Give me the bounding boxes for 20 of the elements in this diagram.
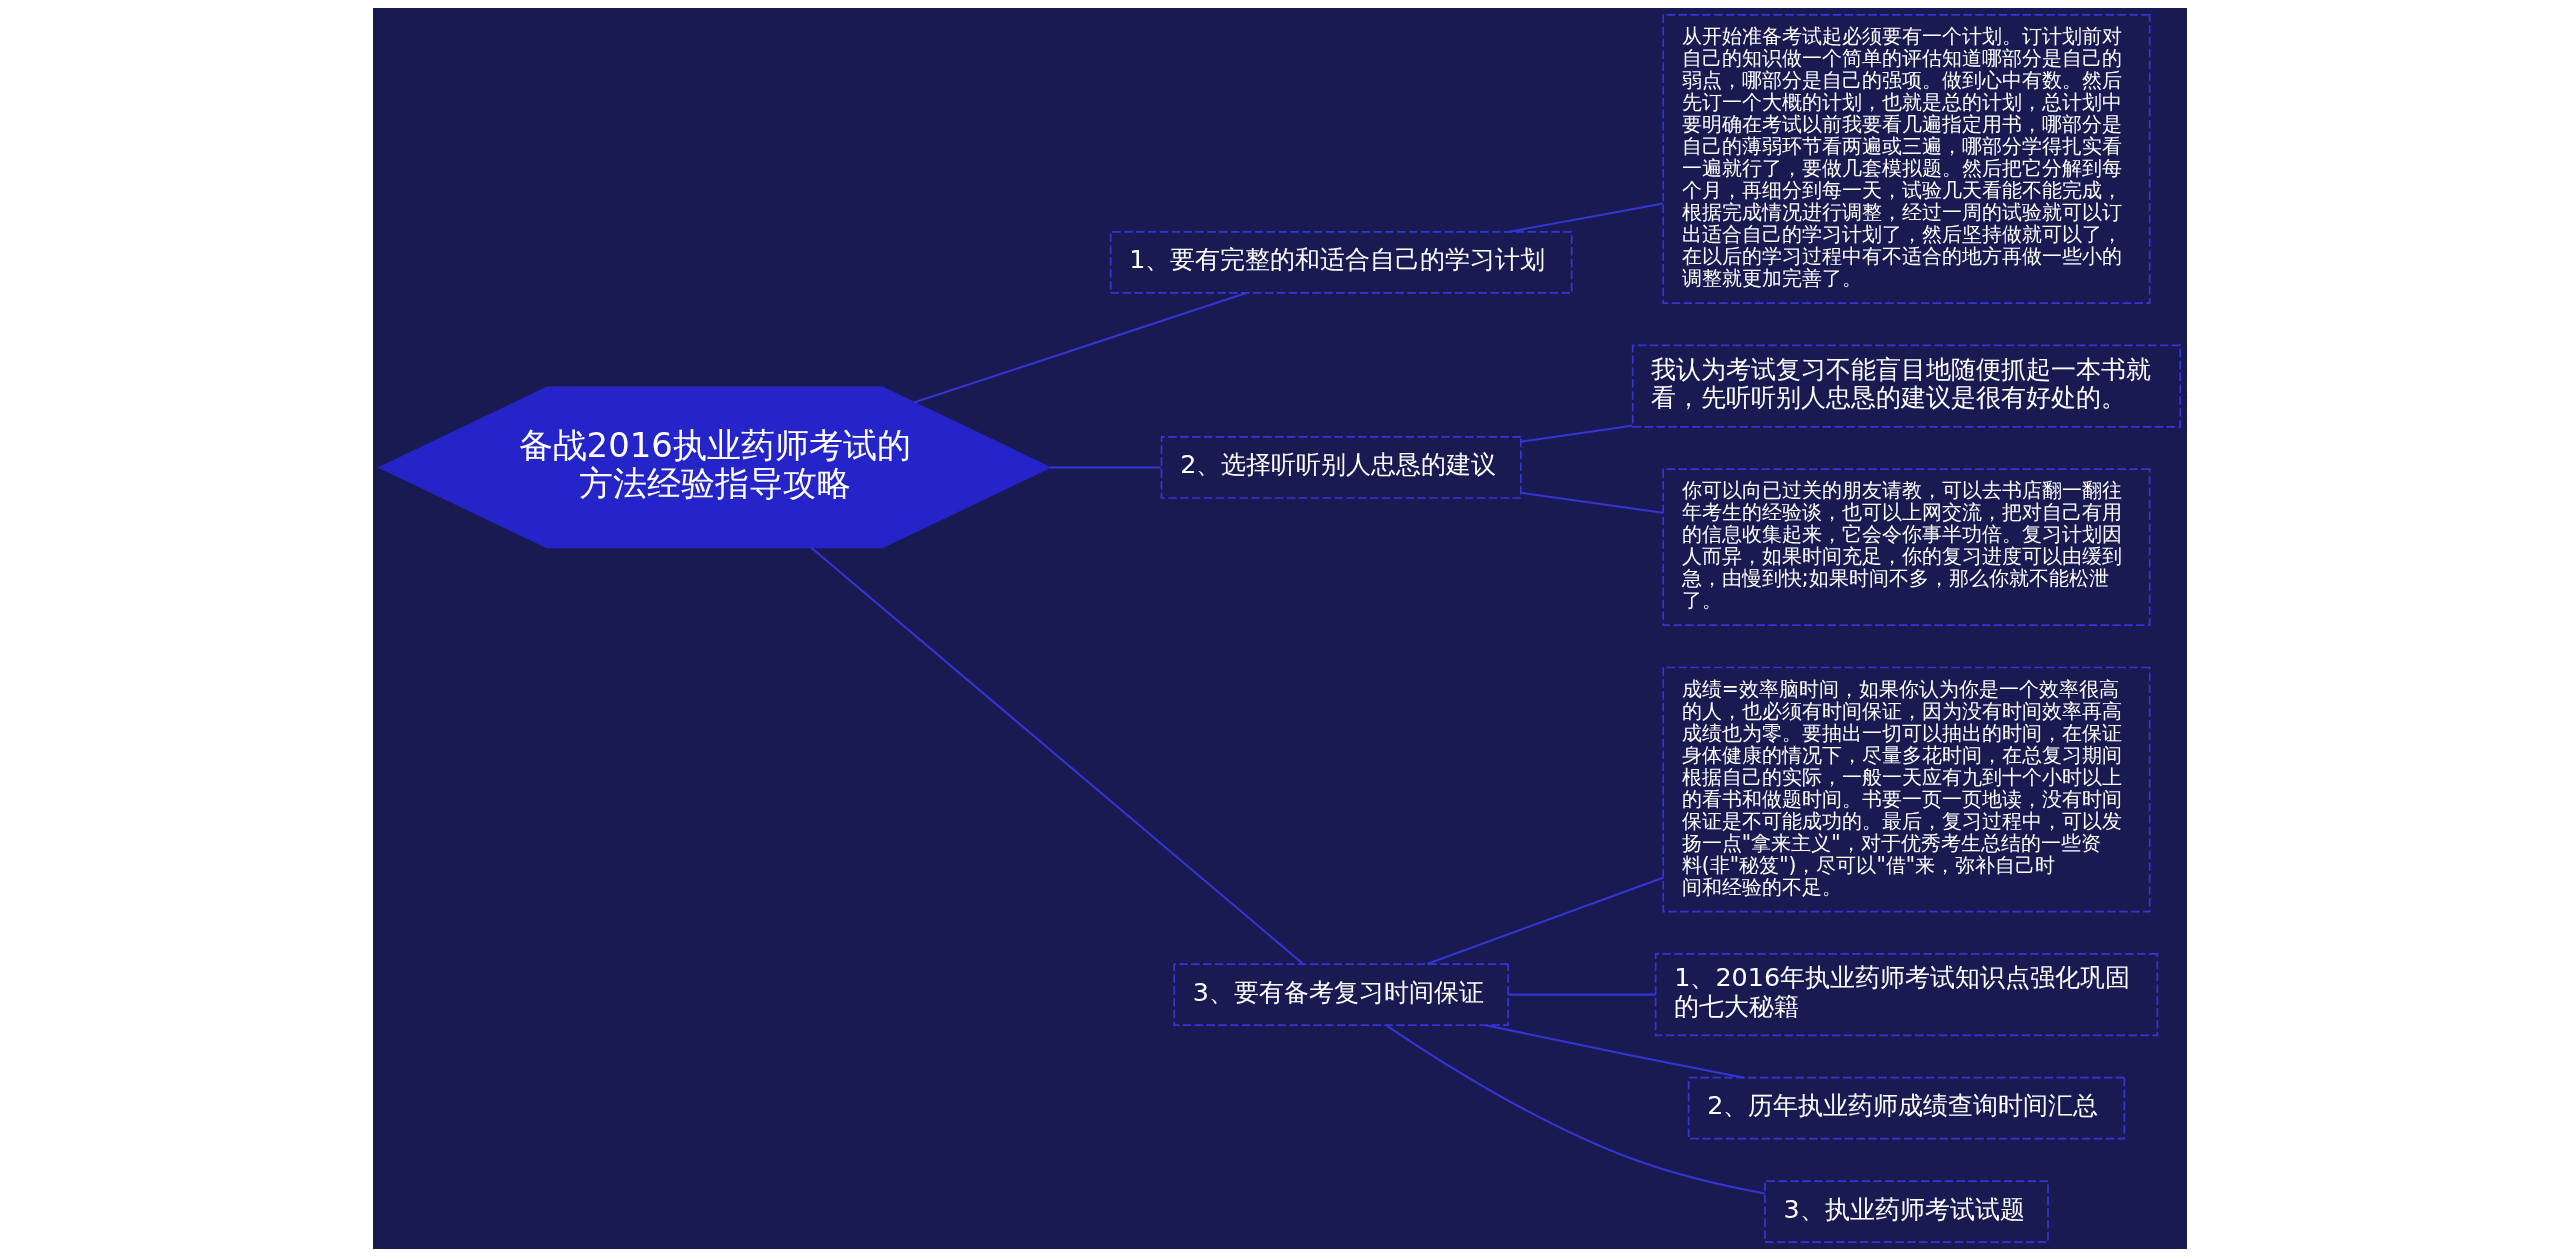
node-box: 2、历年执业药师成绩查询时间汇总 bbox=[1687, 1076, 2126, 1140]
connector bbox=[1508, 993, 1656, 996]
node-box: 1、2016年执业药师考试知识点强化巩固的七大秘籍 bbox=[1654, 953, 2159, 1037]
connector bbox=[810, 546, 1304, 965]
connector bbox=[1509, 202, 1664, 233]
node-box: 2、选择听听别人忠恳的建议 bbox=[1160, 436, 1522, 499]
connector bbox=[913, 292, 1247, 404]
node-box: 你可以向已过关的朋友请教，可以去书店翻一翻往年考生的经验谈，也可以上网交流，把对自己有用的信息收集起来，它会令你事半功倍。复习计划因人而异，如果时间充足，你的复习进度可以由缓到急，由慢到快;如果时间不多，那么你就不能松泄了。 bbox=[1662, 468, 2151, 626]
node-box: 3、执业药师考试试题 bbox=[1764, 1180, 2049, 1243]
connector bbox=[1521, 424, 1633, 443]
connector bbox=[1426, 876, 1664, 965]
connector bbox=[1049, 466, 1161, 469]
node-box: 1、要有完整的和适合自己的学习计划 bbox=[1109, 231, 1573, 294]
connector bbox=[1521, 491, 1664, 514]
node-box: 从开始准备考试起必须要有一个计划。订计划前对自己的知识做一个简单的评估知道哪部分是自己的弱点，哪部分是自己的强项。做到心中有数。然后先订一个大概的计划，也就是总的计划，总计划中要明确在考试以前我要看几遍指定用书，哪部分是自己的薄弱环节看两遍或三遍，哪部分学得扎实看一遍就行了，要做几套模拟题。然后把它分解到每个月，再细分到每一天，试验几天看能不能完成，根据完成情况进行调整，经过一周的试验就可以订出适合自己的学习计划了，然后坚持做就可以了，在以后的学习过程中有不适合的地方再做一些小的调整就更加完善了。 bbox=[1662, 14, 2151, 304]
node-box: 我认为考试复习不能盲目地随便抓起一本书就看，先听听别人忠恳的建议是很有好处的。 bbox=[1631, 344, 2182, 428]
node-box: 3、要有备考复习时间保证 bbox=[1173, 963, 1509, 1026]
connector bbox=[1485, 1024, 1745, 1079]
connector bbox=[1385, 1024, 1765, 1195]
node-box: 成绩=效率脑时间，如果你认为你是一个效率很高的人，也必须有时间保证，因为没有时间效率再高成绩也为零。要抽出一切可以抽出的时间，在保证身体健康的情况下，尽量多花时间，在总复习期间根据自己的实际，一般一天应有九到十个小时以上的看书和做题时间。书要一页一页地读，没有时间保证是不可能成功的。最后，复习过程中，可以发扬一点"拿来主义"，对于优秀考生总结的一些资料(非"秘笈")，尽可以"借"来，弥补自己时间和经验的不足。 bbox=[1662, 666, 2151, 913]
